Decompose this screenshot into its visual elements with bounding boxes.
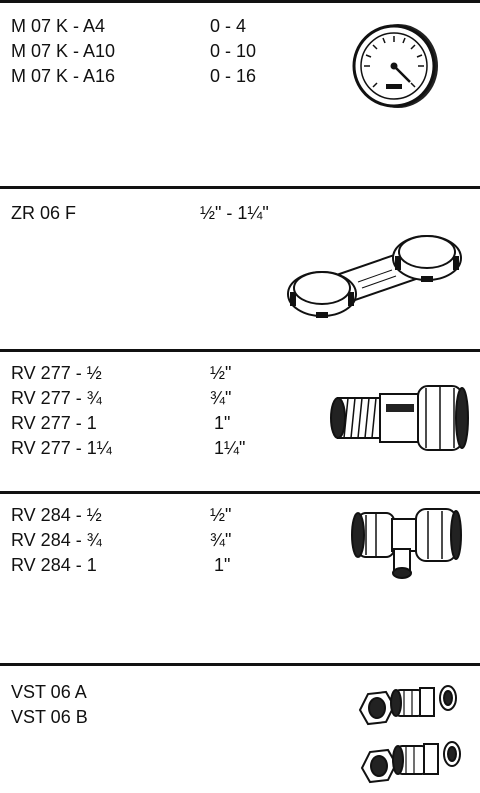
section-divider — [0, 186, 480, 189]
rv284-section: RV 284 - ½ ½" RV 284 - ¾ ¾" RV 284 - 1 1… — [0, 503, 480, 578]
table-row: RV 284 - 1 1" — [0, 553, 480, 578]
table-row: M 07 K - A4 0 - 4 — [0, 14, 480, 39]
table-row: RV 284 - ½ ½" — [0, 503, 480, 528]
table-row: VST 06 A — [0, 680, 480, 705]
product-code: RV 284 - ¾ — [11, 530, 102, 550]
product-code: RV 277 - ¾ — [11, 388, 102, 408]
product-code: RV 284 - ½ — [11, 505, 102, 525]
size-spec: ½" — [210, 505, 232, 525]
size-spec: 1¼" — [214, 438, 246, 458]
clamp-section: ZR 06 F ½" - 1¼" — [0, 201, 480, 226]
size-spec: 1" — [214, 555, 231, 575]
union-fitting-icon — [330, 378, 470, 458]
table-row: VST 06 B — [0, 705, 480, 730]
table-row: RV 284 - ¾ ¾" — [0, 528, 480, 553]
pressure-range: 0 - 4 — [210, 16, 247, 36]
double-clamp-bracket-icon — [282, 222, 472, 330]
size-spec: 1" — [214, 413, 231, 433]
size-spec: ¾" — [210, 388, 232, 408]
rv277-section: RV 277 - ½ ½" RV 277 - ¾ ¾" RV 277 - 1 1… — [0, 361, 480, 461]
product-code: M 07 K - A10 — [11, 41, 116, 61]
product-code: RV 277 - ½ — [11, 363, 102, 383]
table-row: M 07 K - A16 0 - 16 — [0, 64, 480, 89]
product-code: RV 277 - 1¼ — [11, 438, 112, 458]
product-code: M 07 K - A4 — [11, 16, 106, 36]
product-code: VST 06 B — [11, 707, 88, 727]
pressure-range: 0 - 16 — [210, 66, 257, 86]
table-row: M 07 K - A10 0 - 10 — [0, 39, 480, 64]
table-row: RV 277 - ¾ ¾" — [0, 386, 480, 411]
section-divider — [0, 0, 480, 3]
vst-section: VST 06 A VST 06 B — [0, 680, 480, 730]
size-spec: ½" — [210, 363, 232, 383]
manometer-section: M 07 K - A4 0 - 4 M 07 K - A10 0 - 10 M … — [0, 14, 480, 89]
size-range: ½" - 1¼" — [200, 203, 269, 223]
product-code: VST 06 A — [11, 682, 87, 702]
table-row: RV 277 - 1¼ 1¼" — [0, 436, 480, 461]
table-row: RV 277 - ½ ½" — [0, 361, 480, 386]
size-spec: ¾" — [210, 530, 232, 550]
product-code: RV 277 - 1 — [11, 413, 97, 433]
product-code: RV 284 - 1 — [11, 555, 97, 575]
section-divider — [0, 663, 480, 666]
pressure-gauge-icon — [348, 20, 440, 112]
screw-connector-set-icon — [356, 678, 468, 788]
angle-union-fitting-icon — [350, 503, 462, 583]
table-row: ZR 06 F ½" - 1¼" — [0, 201, 480, 226]
section-divider — [0, 491, 480, 494]
section-divider — [0, 349, 480, 352]
product-code: M 07 K - A16 — [11, 66, 116, 86]
pressure-range: 0 - 10 — [210, 41, 257, 61]
product-code: ZR 06 F — [11, 203, 77, 223]
table-row: RV 277 - 1 1" — [0, 411, 480, 436]
